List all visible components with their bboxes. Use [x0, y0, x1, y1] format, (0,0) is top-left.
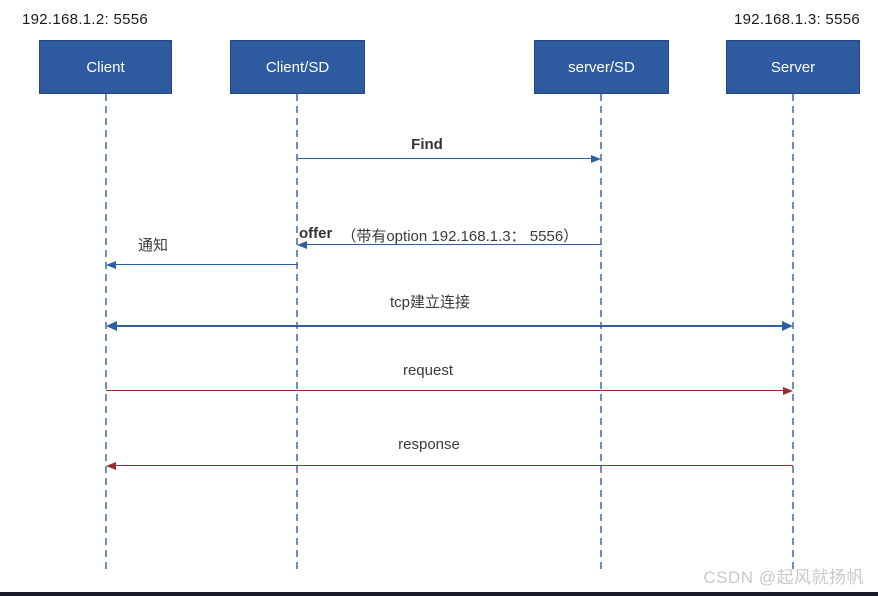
message-arrowhead-find	[591, 155, 601, 163]
message-label-tcp: tcp建立连接	[389, 294, 470, 311]
ip-address-right: 192.168.1.3: 5556	[733, 11, 860, 28]
message-line-response	[115, 465, 793, 466]
lifeline-client	[105, 94, 107, 571]
message-label-find: Find	[411, 136, 443, 153]
message-arrowhead-tcp-left	[106, 321, 117, 331]
actor-label-server: Server	[770, 58, 816, 76]
bottom-border-line	[0, 592, 878, 596]
message-line-find	[298, 158, 592, 159]
lifeline-client-sd	[296, 94, 298, 571]
lifeline-server-sd	[600, 94, 602, 571]
offer-label-detail: （带有option 192.168.1.3： 5556）	[341, 228, 579, 245]
message-arrowhead-response	[106, 462, 116, 470]
message-label-request: request	[402, 362, 454, 379]
message-arrowhead-request	[783, 387, 793, 395]
offer-label-keyword: offer	[299, 225, 333, 242]
message-label-response: response	[398, 436, 460, 453]
message-line-request	[106, 390, 784, 391]
actor-label-client-sd: Client/SD	[265, 58, 330, 76]
lifeline-server	[792, 94, 794, 571]
message-line-tcp	[114, 325, 785, 327]
actor-label-server-sd: server/SD	[568, 58, 635, 76]
watermark-csdn: CSDN @起风就扬帆	[703, 568, 864, 587]
actor-label-client: Client	[86, 58, 125, 76]
actor-box-client-sd: Client/SD	[230, 40, 365, 94]
actor-box-server: Server	[726, 40, 860, 94]
actor-box-client: Client	[39, 40, 172, 94]
actor-box-server-sd: server/SD	[534, 40, 669, 94]
message-line-offer	[306, 244, 601, 245]
message-arrowhead-offer	[297, 241, 307, 249]
message-label-notify: 通知	[137, 237, 168, 254]
message-label-offer: offer （带有option 192.168.1.3： 5556）	[299, 225, 578, 246]
message-line-notify	[115, 264, 298, 265]
message-arrowhead-tcp-right	[782, 321, 793, 331]
message-arrowhead-notify	[106, 261, 116, 269]
ip-address-left: 192.168.1.2: 5556	[22, 11, 149, 28]
